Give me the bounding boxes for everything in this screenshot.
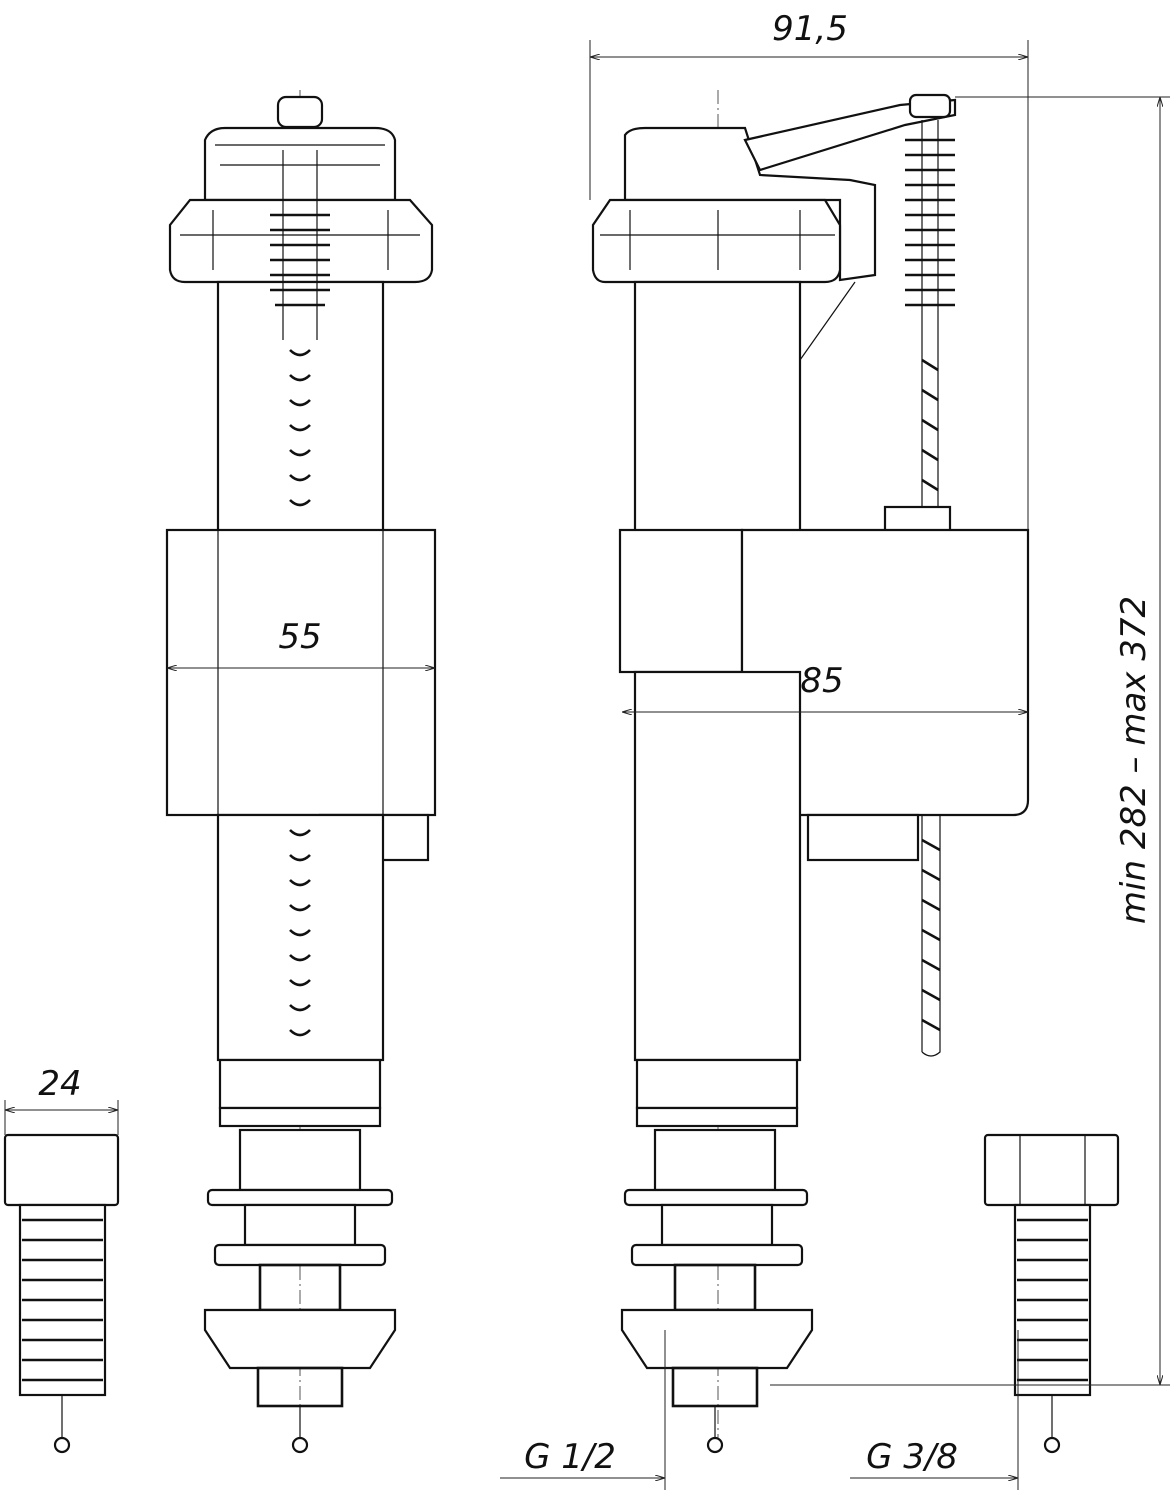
dim-label-24: 24 <box>38 1064 81 1104</box>
thread-label-g12: G 1/2 <box>524 1437 616 1477</box>
fitting-right <box>983 1133 1120 1454</box>
spring <box>270 150 330 1037</box>
dimension-float-front: 55 <box>167 617 435 668</box>
thread-label-g38: G 3/8 <box>866 1437 958 1477</box>
dimension-height: min 282 – max 372 <box>770 96 1170 1386</box>
dimension-thread-left: G 1/2 <box>500 1330 666 1490</box>
dim-label-91-5: 91,5 <box>772 9 848 49</box>
dimension-thread-right: G 3/8 <box>850 1330 1019 1490</box>
dim-label-85: 85 <box>800 661 843 701</box>
dimension-fitting: 24 <box>4 1064 119 1135</box>
lever-rod <box>883 93 955 1057</box>
dimension-float-side: 85 <box>622 661 1028 712</box>
dim-label-height: min 282 – max 372 <box>1114 596 1154 924</box>
side-view-valve <box>591 90 1030 1454</box>
front-view-valve <box>165 90 437 1454</box>
dim-label-55: 55 <box>278 617 321 657</box>
fitting-left <box>3 1133 120 1454</box>
dimension-overall-width: 91,5 <box>589 9 1029 530</box>
